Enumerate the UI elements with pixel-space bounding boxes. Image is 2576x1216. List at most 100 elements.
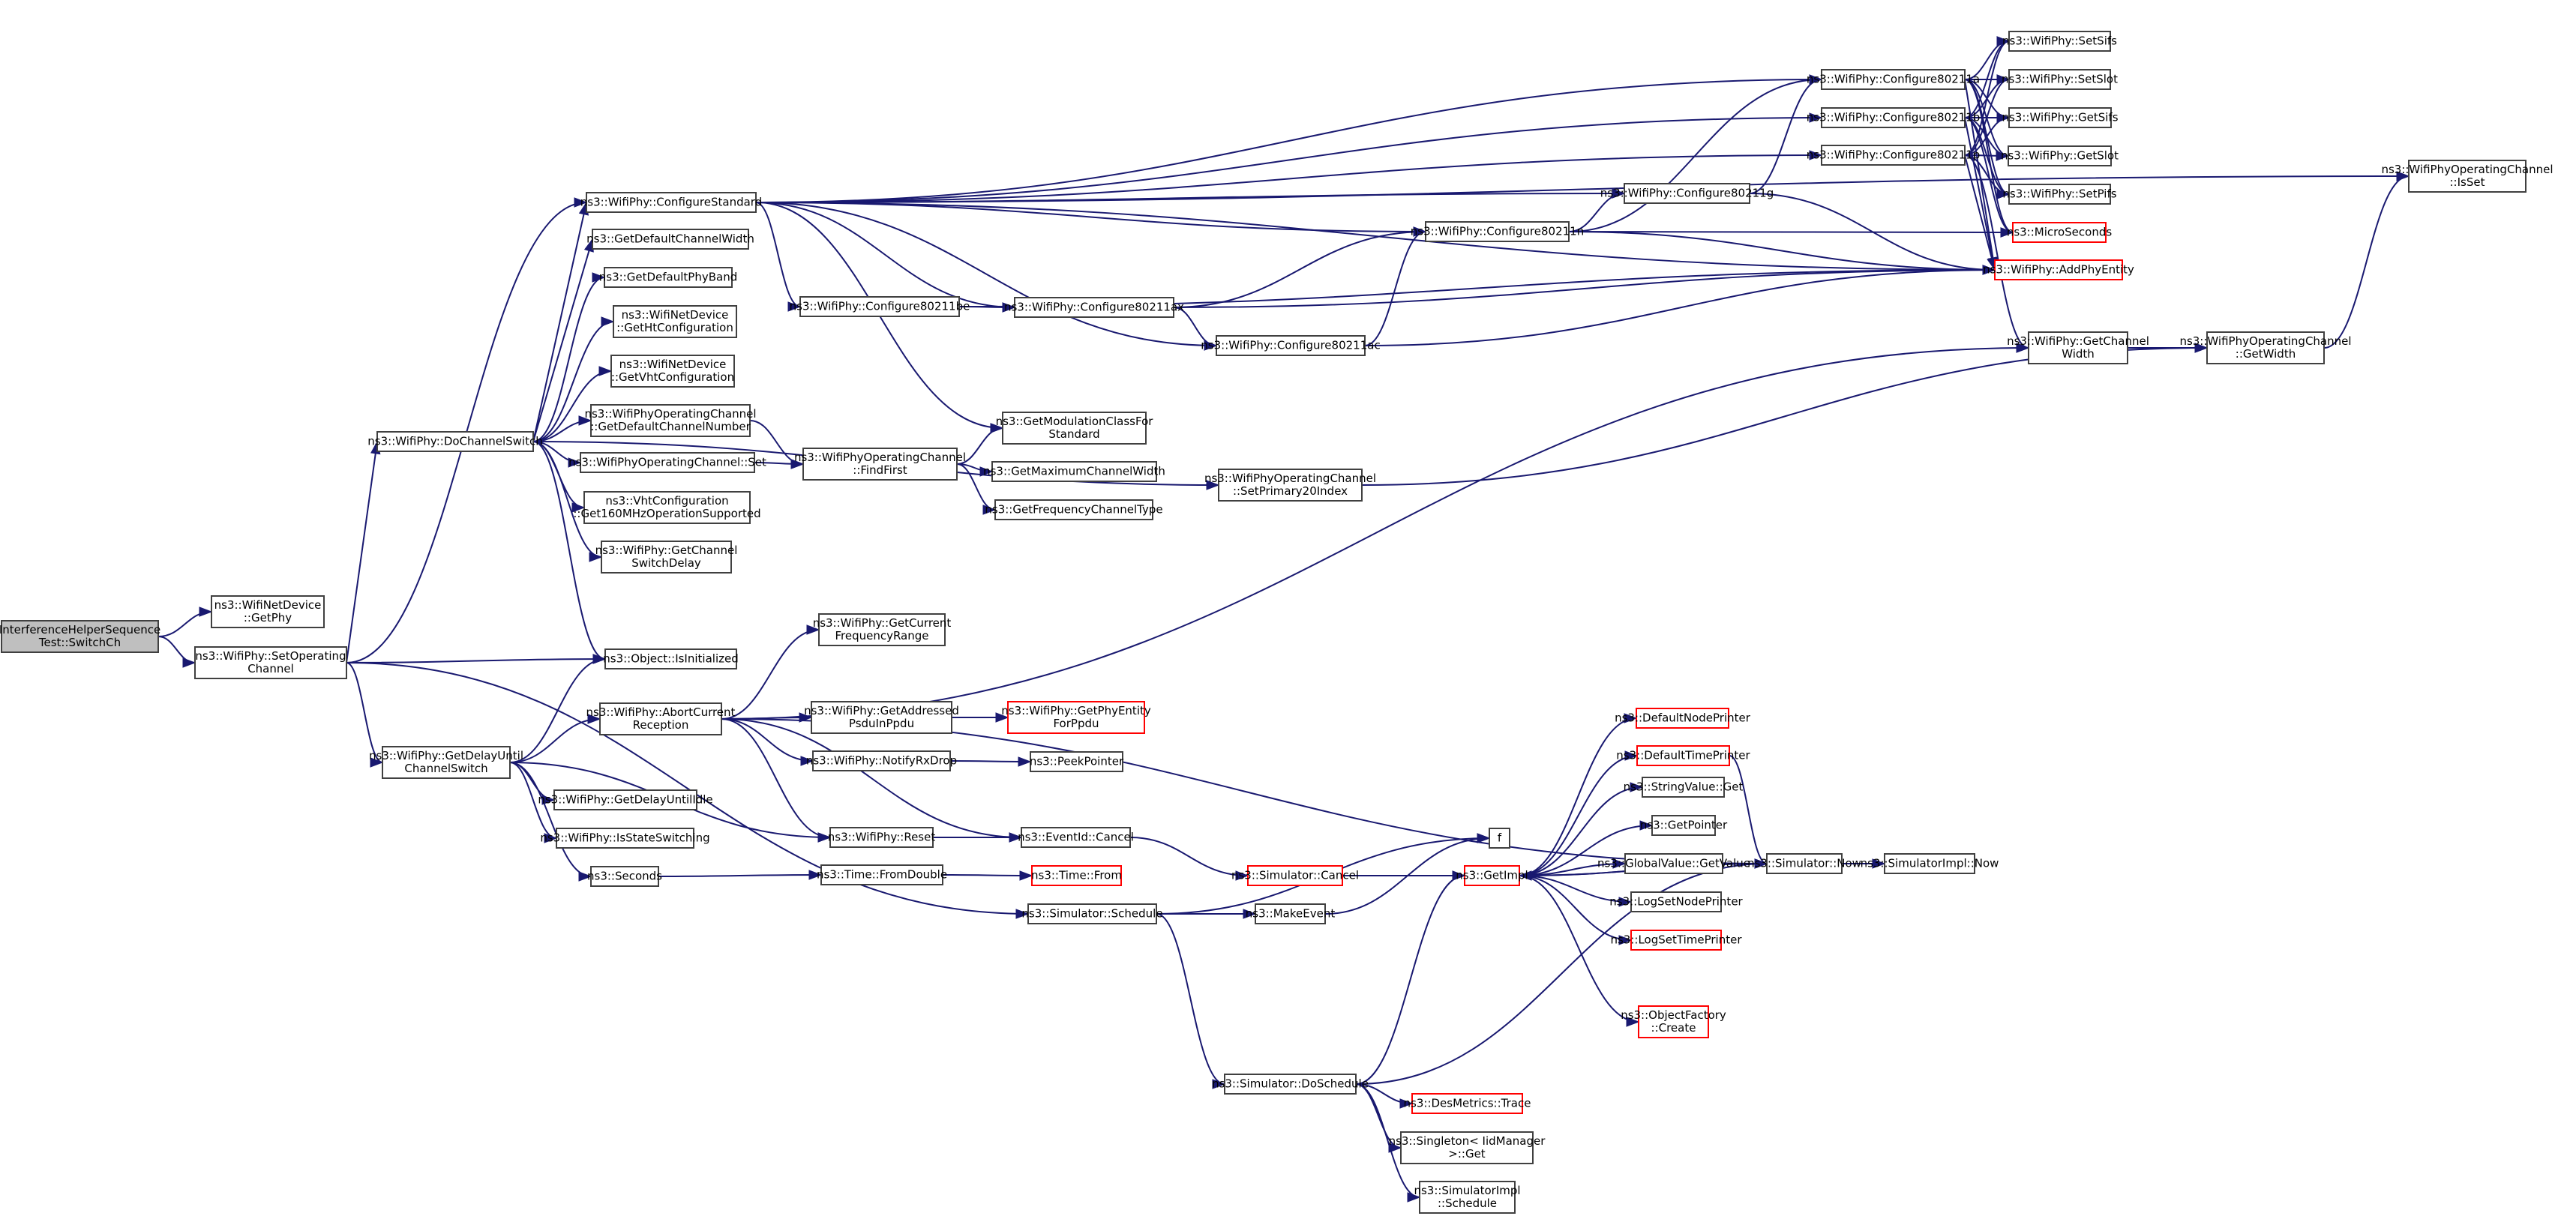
graph-node-gvget[interactable]: ns3::GlobalValue::GetValue [1597, 853, 1750, 874]
node-label: ns3::WifiPhy::Configure80211b [1807, 111, 1980, 124]
graph-node-setslot[interactable]: ns3::WifiPhy::SetSlot [2002, 69, 2118, 90]
graph-node-singleton[interactable]: ns3::Singleton< IidManager>::Get [1389, 1131, 1546, 1164]
node-box [2408, 160, 2527, 193]
graph-node-gvhtc[interactable]: ns3::WifiNetDevice::GetVhtConfiguration [610, 355, 735, 388]
edge-getimpl-to-dtp [1519, 755, 1638, 876]
node-box [1821, 69, 1966, 90]
arrowhead-icon [1612, 188, 1626, 199]
graph-node-c11n[interactable]: ns3::WifiPhy::Configure80211n [1411, 221, 1584, 242]
arrowhead-icon [1618, 935, 1633, 945]
graph-node-ofcreate[interactable]: ns3::ObjectFactory::Create [1621, 1005, 1726, 1038]
graph-node-setpifs[interactable]: ns3::WifiPhy::SetPifs [2002, 184, 2117, 205]
node-label: ns3::GetDefaultPhyBand [599, 271, 737, 284]
graph-node-dtp[interactable]: ns3::DefaultTimePrinter [1616, 745, 1751, 766]
graph-node-getptr[interactable]: ns3::GetPointer [1640, 815, 1728, 836]
edge-setopch-to-dochsw [346, 441, 378, 663]
arrowhead-icon [800, 756, 814, 766]
graph-node-isinit[interactable]: ns3::Object::IsInitialized [603, 648, 739, 669]
graph-node-nrxdrop[interactable]: ns3::WifiPhy::NotifyRxDrop [806, 750, 957, 771]
arrowhead-icon [592, 272, 606, 283]
graph-node-wocisset[interactable]: ns3::WifiPhyOperatingChannel::IsSet [2381, 160, 2554, 193]
graph-node-c11p[interactable]: ns3::WifiPhy::Configure80211p [1807, 145, 1980, 166]
graph-node-findfirst[interactable]: ns3::WifiPhyOperatingChannel::FindFirst [794, 448, 966, 481]
graph-node-gfct[interactable]: ns3::GetFrequencyChannelType [985, 499, 1163, 520]
graph-node-dnp[interactable]: ns3::DefaultNodePrinter [1615, 708, 1751, 729]
graph-node-simcancel[interactable]: ns3::Simulator::Cancel [1231, 865, 1359, 886]
graph-node-addphy[interactable]: ns3::WifiPhy::AddPhyEntity [1983, 259, 2134, 280]
graph-node-reset[interactable]: ns3::WifiPhy::Reset [828, 827, 936, 848]
graph-node-setsifs[interactable]: ns3::WifiPhy::SetSifs [2002, 31, 2117, 52]
edge-seconds-to-fromdbl [658, 874, 822, 877]
graph-node-gdidle[interactable]: ns3::WifiPhy::GetDelayUntilIdle [538, 789, 713, 810]
graph-node-simsched[interactable]: ns3::Simulator::Schedule [1021, 903, 1163, 924]
node-label: ns3::WifiPhy::GetChannel [595, 544, 738, 557]
graph-node-confstd[interactable]: ns3::WifiPhy::ConfigureStandard [580, 192, 762, 213]
node-label: ns3::WifiPhy::SetSifs [2002, 34, 2117, 48]
graph-node-simnow[interactable]: ns3::Simulator::Now [1747, 853, 1861, 874]
node-box [799, 296, 960, 317]
graph-node-seconds[interactable]: ns3::Seconds [587, 866, 662, 887]
graph-node-wocgw[interactable]: ns3::WifiPhyOperatingChannel::GetWidth [2179, 331, 2352, 364]
graph-node-makeevent[interactable]: ns3::MakeEvent [1246, 903, 1336, 924]
graph-node-getslot[interactable]: ns3::WifiPhy::GetSlot [2001, 145, 2119, 166]
graph-node-vht160[interactable]: ns3::VhtConfiguration::Get160MHzOperatio… [573, 491, 761, 524]
graph-node-lsnp[interactable]: ns3::LogSetNodePrinter [1609, 891, 1744, 912]
graph-node-fromdbl[interactable]: ns3::Time::FromDouble [817, 864, 947, 885]
graph-node-ghtc[interactable]: ns3::WifiNetDevice::GetHtConfiguration [613, 305, 737, 338]
node-box [812, 750, 951, 771]
graph-node-f[interactable]: f [1489, 828, 1510, 849]
graph-node-getimpl[interactable]: ns3::GetImpl [1456, 865, 1528, 886]
edge-confstd-to-c11a [755, 79, 1822, 203]
graph-node-timefrom[interactable]: ns3::Time::From [1031, 865, 1122, 886]
graph-node-c11ax[interactable]: ns3::WifiPhy::Configure80211ax [1004, 297, 1184, 318]
node-box [2008, 31, 2111, 52]
graph-node-c11g[interactable]: ns3::WifiPhy::Configure80211g [1600, 183, 1774, 204]
graph-node-setp20[interactable]: ns3::WifiPhyOperatingChannel::SetPrimary… [1204, 469, 1376, 502]
graph-node-c11ac[interactable]: ns3::WifiPhy::Configure80211ac [1201, 335, 1381, 356]
node-box [1994, 259, 2123, 280]
graph-node-implsched[interactable]: ns3::SimulatorImpl::Schedule [1414, 1181, 1521, 1214]
graph-node-svget[interactable]: ns3::StringValue::Get [1624, 777, 1744, 798]
graph-node-gdcw[interactable]: ns3::GetDefaultChannelWidth [586, 229, 754, 250]
graph-node-gmaxcw[interactable]: ns3::GetMaximumChannelWidth [983, 461, 1165, 482]
graph-node-dochsw[interactable]: ns3::WifiPhy::DoChannelSwitch [367, 431, 543, 452]
graph-node-wocset[interactable]: ns3::WifiPhyOperatingChannel::Set [568, 452, 766, 473]
graph-node-getsifs[interactable]: ns3::WifiPhy::GetSifs [2002, 107, 2119, 128]
graph-node-lstp[interactable]: ns3::LogSetTimePrinter [1610, 930, 1742, 951]
node-box [2008, 69, 2111, 90]
graph-node-gdpb[interactable]: ns3::GetDefaultPhyBand [599, 267, 737, 288]
node-label: FrequencyRange [835, 629, 928, 642]
graph-node-evcancel[interactable]: ns3::EventId::Cancel [1018, 827, 1134, 848]
graph-node-micro[interactable]: ns3::MicroSeconds [2007, 222, 2113, 243]
edge-c11ax-to-c11n [1173, 231, 1426, 308]
graph-node-c11b[interactable]: ns3::WifiPhy::Configure80211b [1807, 107, 1980, 128]
graph-node-isswitch[interactable]: ns3::WifiPhy::IsStateSwitching [540, 828, 710, 849]
graph-node-gdcn[interactable]: ns3::WifiPhyOperatingChannel::GetDefault… [584, 404, 757, 437]
graph-node-c11be[interactable]: ns3::WifiPhy::Configure80211be [790, 296, 970, 317]
arrowhead-icon [578, 871, 592, 882]
graph-node-getphy[interactable]: ns3::WifiNetDevice::GetPhy [211, 595, 325, 628]
graph-node-c11a[interactable]: ns3::WifiPhy::Configure80211a [1807, 69, 1980, 90]
arrowhead-icon [1612, 858, 1627, 869]
edge-getimpl-to-getptr [1519, 825, 1653, 876]
node-label: ns3::WifiNetDevice [619, 358, 727, 371]
graph-node-simimplnow[interactable]: ns3::SimulatorImpl::Now [1861, 853, 1999, 874]
graph-node-desmet[interactable]: ns3::DesMetrics::Trace [1404, 1093, 1531, 1114]
node-label: ns3::WifiPhy::NotifyRxDrop [806, 754, 957, 768]
graph-node-peekptr[interactable]: ns3::PeekPointer [1030, 751, 1124, 772]
node-box [1021, 827, 1131, 848]
node-label: ns3::WifiPhy::Configure80211p [1807, 148, 1980, 162]
node-box [811, 701, 952, 734]
graph-node-dosched[interactable]: ns3::Simulator::DoSchedule [1212, 1074, 1369, 1095]
edge-c11g-to-addphy [1749, 193, 1996, 271]
